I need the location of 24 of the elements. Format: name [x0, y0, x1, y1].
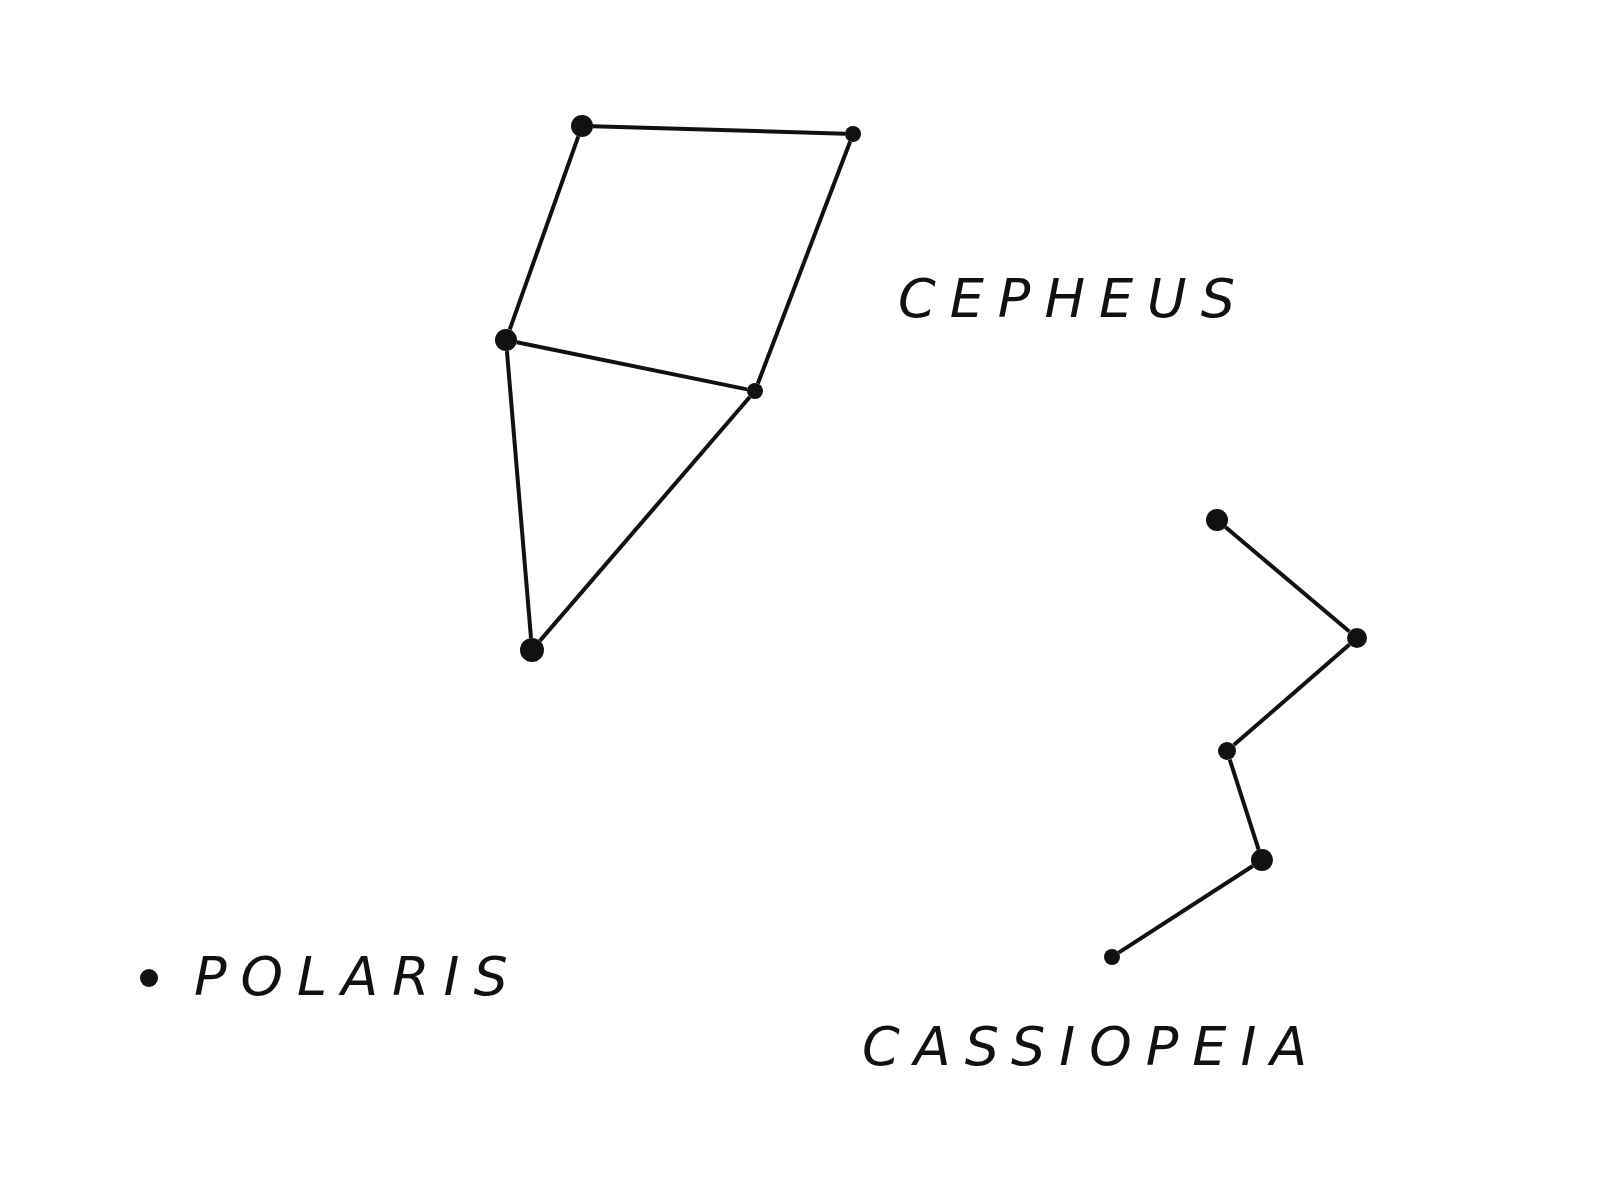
- constellation-line: [1224, 525, 1351, 634]
- star-dot: [1251, 849, 1273, 871]
- star-dot: [571, 115, 593, 137]
- star-dot: [747, 383, 763, 399]
- star-dot: [1206, 509, 1228, 531]
- constellation-name: CASSIOPEIA: [862, 1020, 1322, 1074]
- star-dot: [845, 126, 861, 142]
- constellation-line: [504, 350, 533, 639]
- constellation-line: [1232, 643, 1351, 747]
- star-dot: [140, 969, 158, 987]
- constellation-line: [1117, 864, 1254, 955]
- star-dot: [520, 638, 544, 662]
- constellation-name: CEPHEUS: [898, 272, 1249, 326]
- star-dot: [1218, 742, 1236, 760]
- star-dot: [1347, 628, 1367, 648]
- constellation-line: [516, 340, 748, 392]
- star-dot: [1104, 949, 1120, 965]
- constellation-line: [1227, 758, 1261, 851]
- constellation-line: [592, 124, 846, 136]
- star-name: POLARIS: [194, 950, 522, 1004]
- constellation-line: [756, 140, 852, 385]
- constellation-line: [507, 135, 581, 331]
- star-dot: [495, 329, 517, 351]
- constellation-line: [538, 395, 752, 643]
